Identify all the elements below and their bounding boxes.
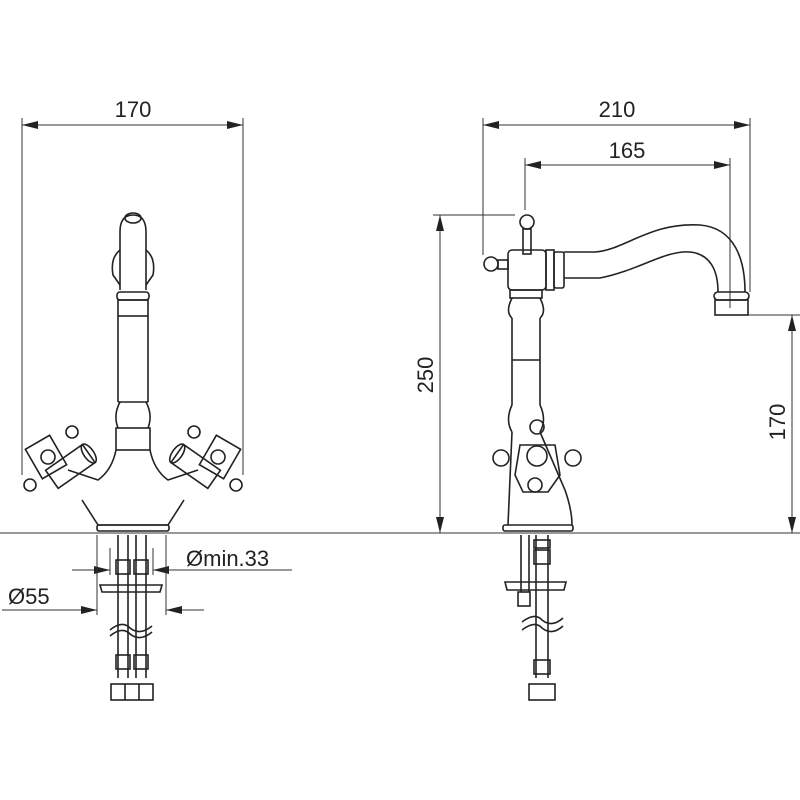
side-view-dimension-170: 170 bbox=[745, 314, 800, 533]
dim-170-side-label: 170 bbox=[765, 404, 790, 441]
front-view-faucet bbox=[23, 212, 243, 701]
side-view-faucet bbox=[483, 214, 750, 701]
dim-250-label: 250 bbox=[413, 357, 438, 394]
dim-210-label: 210 bbox=[599, 97, 636, 122]
dim-165-label: 165 bbox=[609, 138, 646, 163]
dim-base-label: Ø55 bbox=[8, 584, 50, 609]
side-view-dimension-250: 250 bbox=[413, 214, 515, 533]
side-view-dimension-210: 210 bbox=[482, 97, 751, 292]
dim-hole-min-label: Ømin.33 bbox=[186, 546, 269, 571]
front-view-dimension-170: 170 bbox=[21, 97, 244, 475]
dimension-hole-min-33: Ømin.33 bbox=[72, 546, 292, 575]
side-view-dimension-165: 165 bbox=[524, 138, 731, 308]
dimension-base-55: Ø55 bbox=[2, 535, 204, 615]
dim-170-label: 170 bbox=[115, 97, 152, 122]
